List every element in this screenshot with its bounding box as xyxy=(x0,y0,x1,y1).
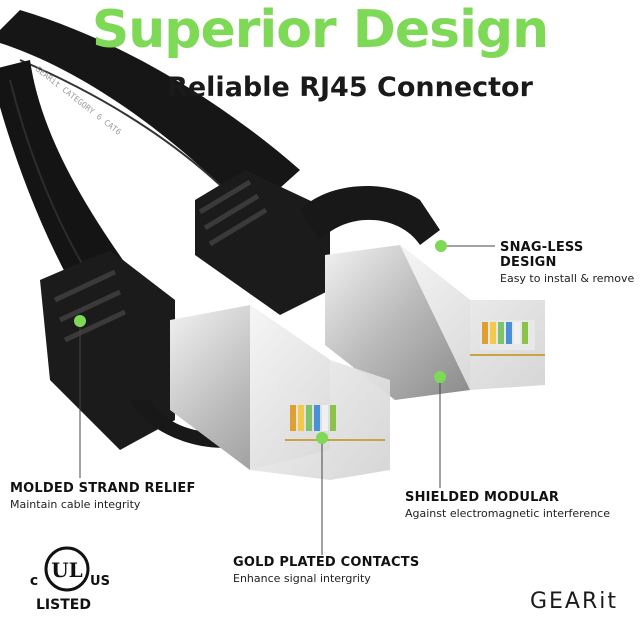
callout-title: SNAG-LESS DESIGN xyxy=(500,240,584,270)
callout-gold-plated-contacts: GOLD PLATED CONTACTS Enhance signal inte… xyxy=(233,555,419,585)
callout-dot-gold xyxy=(316,432,328,444)
callout-desc: Enhance signal intergrity xyxy=(233,572,371,585)
callout-shielded-modular: SHIELDED MODULAR Against electromagnetic… xyxy=(405,490,610,520)
callout-desc: Maintain cable integrity xyxy=(10,498,141,511)
lower-cable xyxy=(0,60,130,300)
callout-dot-relief xyxy=(74,315,86,327)
ul-listed-mark: UL c US LISTED xyxy=(22,545,112,617)
upper-boot xyxy=(195,170,440,315)
upper-connector xyxy=(325,245,545,400)
callout-desc: Against electromagnetic interference xyxy=(405,507,610,520)
callout-desc: Easy to install & remove xyxy=(500,272,635,285)
ul-c-letter: c xyxy=(30,573,38,589)
callout-title: MOLDED STRAND RELIEF xyxy=(10,481,196,496)
page-title: Superior Design xyxy=(91,0,549,60)
ul-letters: UL xyxy=(51,558,83,582)
brand-logo: GEARit xyxy=(529,589,618,614)
callout-dot-snag xyxy=(435,240,447,252)
ul-listed-text: LISTED xyxy=(36,597,91,613)
callout-title: SHIELDED MODULAR xyxy=(405,490,560,505)
callout-snag-less: SNAG-LESS DESIGN Easy to install & remov… xyxy=(500,240,640,285)
callout-dot-shielded xyxy=(434,371,446,383)
ul-logo-icon: UL c US xyxy=(30,546,110,592)
callout-title: GOLD PLATED CONTACTS xyxy=(233,555,420,570)
page-subtitle: Reliable RJ45 Connector xyxy=(167,72,533,103)
lower-connector xyxy=(170,305,390,480)
upper-cable xyxy=(0,10,300,215)
callout-molded-strand-relief: MOLDED STRAND RELIEF Maintain cable inte… xyxy=(10,481,196,511)
ul-us-letters: US xyxy=(90,574,110,589)
